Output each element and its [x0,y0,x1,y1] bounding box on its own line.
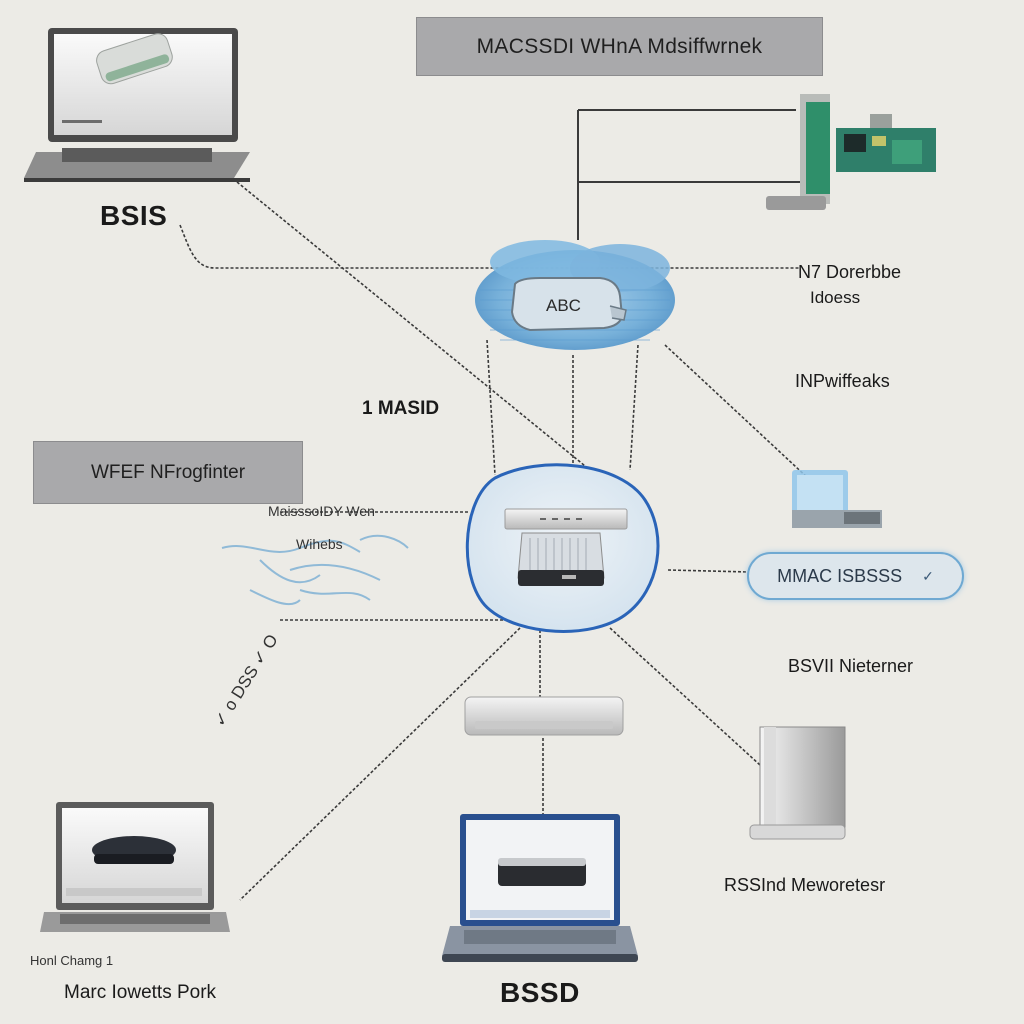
monitor-icon [792,470,882,528]
link-hub-server [609,627,761,766]
right-lower-label-2: RSSInd Meworetesr [724,875,886,895]
link-cloud-hub-left [486,339,496,476]
wifi-sub-label-1: MaisssoIDY Wen [268,503,375,519]
server-tower-icon [749,726,846,840]
laptop-bottom-left-icon [40,802,230,932]
wifi-sub-label-2: Wihebs [296,536,343,552]
bottom-center-label: BSSD [500,977,580,1008]
laptop-bottom-center-icon [442,814,638,962]
cloud-icon [475,240,675,350]
link-bsis-horizontal [179,224,800,269]
right-lower-label-1: BSVII Nieterner [788,656,914,676]
circuit-board-icon [766,94,936,210]
link-hub-bottom-left [239,627,521,901]
laptop-icon [24,28,250,182]
link-cloud-monitor [664,344,811,481]
top-laptop-label: BSIS [100,200,168,231]
right-mid-label: INPwiffeaks [795,371,890,391]
right-top-label-2: Idoess [810,288,861,307]
wifi-waves-icon [221,534,409,606]
right-top-label-1: N7 Dorerbbe [798,262,902,282]
mac-pill: MMAC ISBSSS ✓ [747,552,964,600]
center-left-label: 1 MASID [362,398,440,419]
link-top-laptop-hub [236,181,591,471]
network-switch-icon [464,696,624,736]
cloud-device-label: ABC [546,296,581,315]
mac-pill-label: MMAC ISBSSS [777,565,903,586]
hub-icon [465,463,660,633]
connection-lines [179,109,811,901]
bottom-left-small-label: Honl Chamg 1 [30,953,114,968]
bottom-left-label: Marc Iowetts Pork [64,982,217,1003]
wifi-box: WFEF NFrogfinter [33,441,303,504]
link-cloud-hub-right [629,344,639,471]
router-icon [517,532,605,586]
link-hub-mac [667,569,751,573]
check-icon: ✓ [922,567,934,584]
page-title: MACSSDI WHnA Mdsiffwrnek [416,17,823,76]
